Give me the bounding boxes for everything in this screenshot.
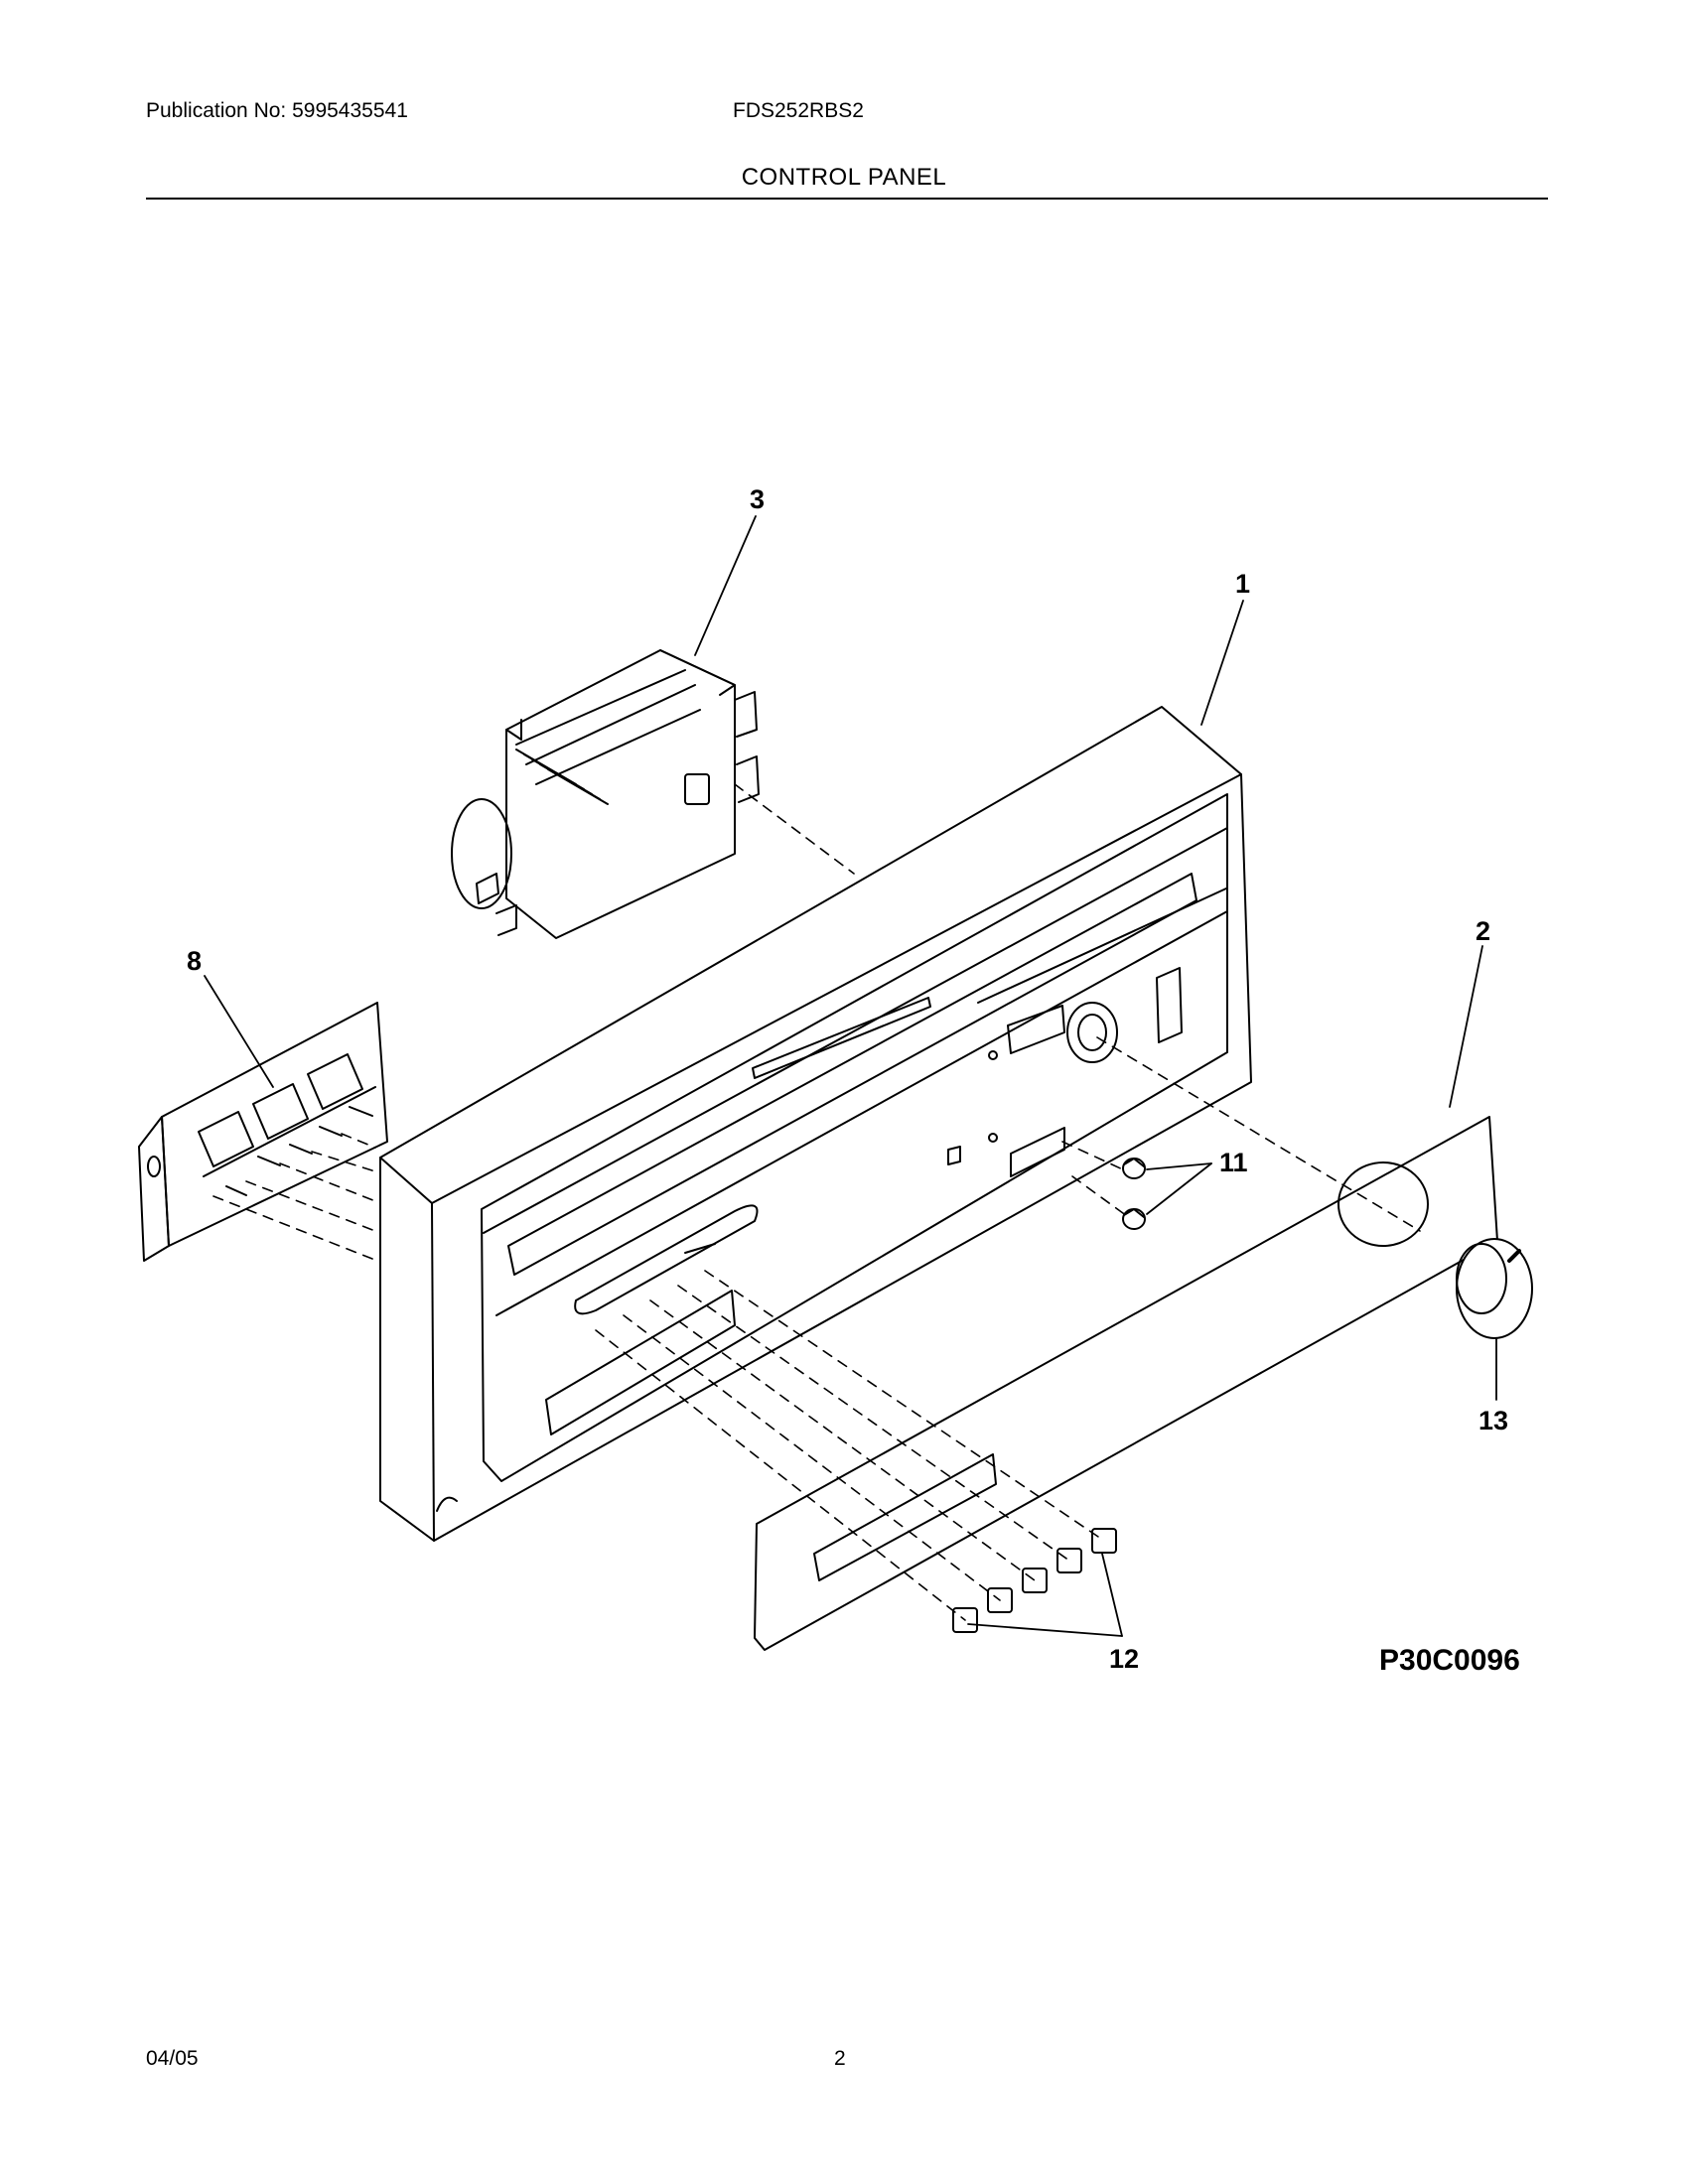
callout-8: 8 [187,946,202,976]
assembly-lines [212,783,1421,1621]
callout-2: 2 [1476,916,1490,946]
footer-date: 04/05 [146,2047,199,2070]
page-number: 2 [834,2047,846,2070]
callout-12: 12 [1109,1644,1139,1674]
publication-number: Publication No: 5995435541 [146,99,408,122]
control-panel-overlay [754,1116,1498,1651]
screws [1122,1158,1146,1230]
model-number: FDS252RBS2 [733,99,864,122]
leader-lines [204,515,1497,1637]
push-buttons [952,1528,1117,1633]
callout-13: 13 [1478,1406,1508,1435]
diagram-code: P30C0096 [1379,1644,1520,1677]
control-knob [1456,1238,1533,1339]
header-rule [146,198,1548,200]
callout-1: 1 [1235,569,1250,599]
switch-module [138,1002,388,1262]
callout-3: 3 [750,484,765,514]
callout-11: 11 [1219,1148,1248,1177]
page-title: CONTROL PANEL [741,164,947,191]
timer-assembly [451,649,760,939]
